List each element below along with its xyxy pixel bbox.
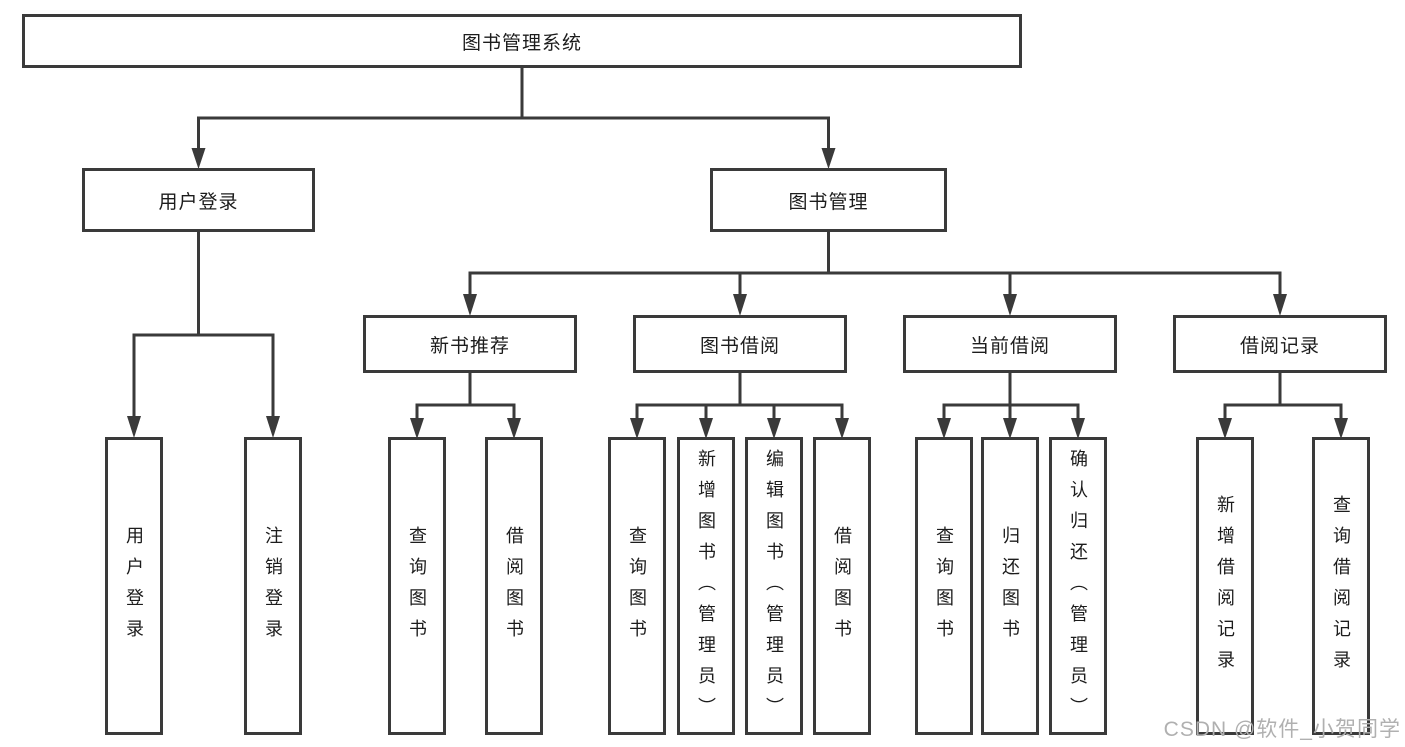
leaf-user-login: 用户登录 [105,437,163,735]
leaf-logout: 注销登录 [244,437,302,735]
csdn-watermark: CSDN @软件_小贺同学 [1163,718,1401,741]
leaf-query-books-borrow: 查询图书 [608,437,666,735]
leaf-confirm-return-admin: 确认归还（管理员） [1049,437,1107,735]
leaf-return-books: 归还图书 [981,437,1039,735]
node-current-borrow: 当前借阅 [903,315,1117,373]
leaf-borrow-books: 借阅图书 [813,437,871,735]
node-new-book-recommend: 新书推荐 [363,315,577,373]
leaf-add-books-admin: 新增图书（管理员） [677,437,735,735]
node-book-management: 图书管理 [710,168,947,232]
leaf-query-borrow-record: 查询借阅记录 [1312,437,1370,735]
node-book-borrow: 图书借阅 [633,315,847,373]
node-user-login: 用户登录 [82,168,315,232]
leaf-add-borrow-record: 新增借阅记录 [1196,437,1254,735]
leaf-borrow-books-recommend: 借阅图书 [485,437,543,735]
node-borrow-record: 借阅记录 [1173,315,1387,373]
leaf-query-books-recommend: 查询图书 [388,437,446,735]
leaf-edit-books-admin: 编辑图书（管理员） [745,437,803,735]
node-library-management-system: 图书管理系统 [22,14,1022,68]
leaf-query-books-current: 查询图书 [915,437,973,735]
